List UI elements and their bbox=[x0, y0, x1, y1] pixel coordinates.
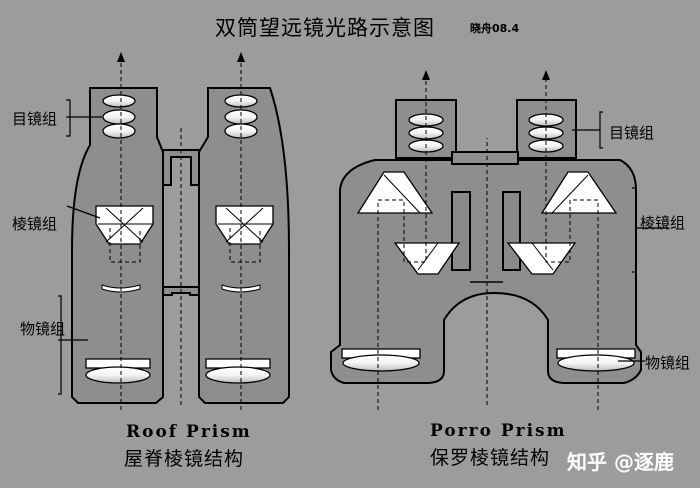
label-eyepiece-left: 目镜组 bbox=[12, 110, 58, 128]
roof-objective-lenses bbox=[85, 358, 271, 384]
watermark: 知乎 @逐鹿 bbox=[567, 450, 674, 474]
label-eyepiece-right: 目镜组 bbox=[609, 124, 655, 142]
porro-center-slot-2 bbox=[502, 191, 521, 271]
diagram-title: 双筒望远镜光路示意图 bbox=[215, 16, 435, 40]
roof-caption-en: Roof Prism bbox=[126, 422, 252, 442]
label-prism-left: 棱镜组 bbox=[12, 215, 58, 233]
label-prism-right: 棱镜组 bbox=[640, 214, 686, 232]
porro-eyepiece-lenses bbox=[408, 113, 564, 153]
author-tag: 晓舟08.4 bbox=[470, 22, 520, 35]
roof-eyepiece-lenses bbox=[102, 94, 258, 139]
roof-left-tube bbox=[71, 87, 164, 404]
label-objective-right: 物镜组 bbox=[645, 354, 691, 372]
roof-prisms bbox=[95, 205, 274, 245]
label-brackets bbox=[58, 99, 668, 395]
roof-prism-binocular bbox=[71, 87, 290, 404]
porro-objective-lenses bbox=[341, 348, 636, 372]
porro-prisms bbox=[356, 171, 618, 275]
porro-path-arrows bbox=[422, 70, 550, 80]
porro-center-slot-1 bbox=[451, 191, 471, 271]
porro-optical-path bbox=[377, 80, 599, 410]
roof-right-tube bbox=[198, 87, 290, 404]
roof-caption-zh: 屋脊棱镜结构 bbox=[124, 448, 245, 470]
porro-body bbox=[330, 159, 642, 384]
label-objective-left: 物镜组 bbox=[20, 320, 66, 338]
porro-caption-zh: 保罗棱镜结构 bbox=[430, 447, 551, 469]
porro-caption-en: Porro Prism bbox=[430, 421, 567, 441]
roof-path-arrows bbox=[117, 52, 245, 62]
roof-optical-path bbox=[109, 62, 261, 410]
porro-focus-knob bbox=[451, 151, 519, 165]
